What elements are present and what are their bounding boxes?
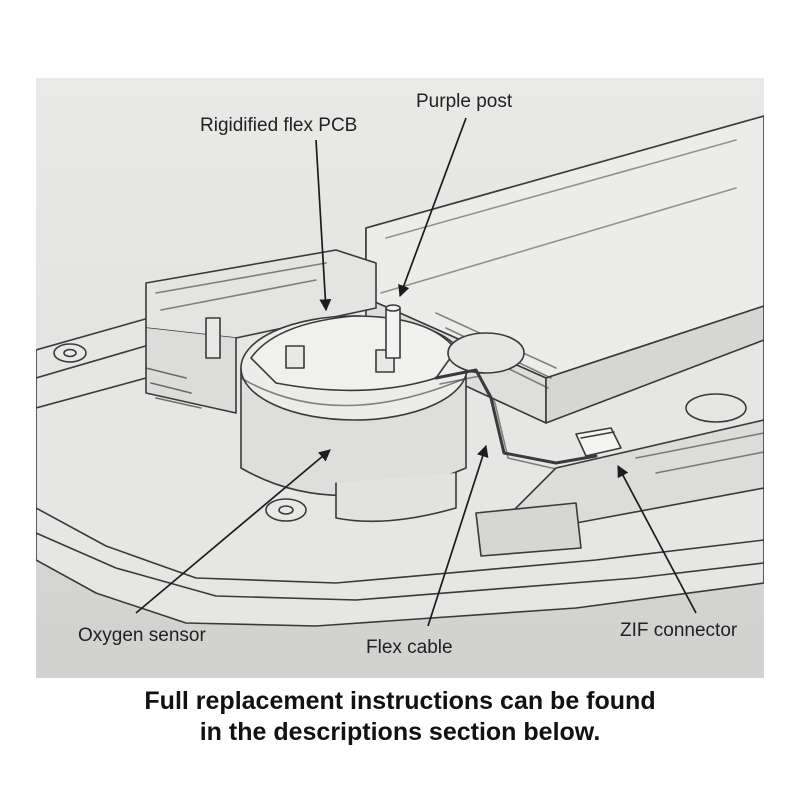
module-box-panel-lines bbox=[380, 139, 737, 294]
leader-zif-connector bbox=[617, 464, 697, 614]
label-oxygen-sensor: Oxygen sensor bbox=[78, 625, 206, 646]
flex-cable-edge bbox=[439, 375, 557, 470]
sensor-clip bbox=[335, 472, 457, 523]
exploded-device-illustration: Rigidified flex PCB Purple post Oxygen s… bbox=[36, 78, 764, 678]
left-clips bbox=[145, 367, 202, 409]
label-purple-post: Purple post bbox=[416, 91, 513, 112]
screw-hole-left bbox=[63, 348, 77, 358]
leader-flex-cable bbox=[427, 444, 489, 627]
body-bottom-edge bbox=[36, 532, 764, 601]
sensor-rim bbox=[240, 377, 467, 407]
pcb-standoff-left bbox=[285, 345, 305, 369]
purple-post-shape bbox=[385, 307, 401, 359]
leader-oxygen-sensor bbox=[135, 449, 331, 614]
flex-cable-path bbox=[434, 368, 598, 465]
leader-purple-post bbox=[398, 117, 467, 298]
screw-boss-left bbox=[53, 343, 87, 363]
device-line-drawing bbox=[36, 78, 764, 678]
bottom-slot bbox=[475, 502, 582, 557]
rigidified-flex-pcb-shape bbox=[250, 315, 457, 392]
screw-boss-bottom bbox=[265, 498, 307, 522]
cable-holder bbox=[447, 332, 525, 374]
zif-connector-shape bbox=[575, 427, 622, 457]
label-flex-cable: Flex cable bbox=[366, 637, 453, 658]
left-tray-ribs bbox=[155, 262, 327, 311]
label-rigidified-flex-pcb: Rigidified flex PCB bbox=[200, 115, 358, 136]
caption-line-1: Full replacement instructions can be fou… bbox=[144, 687, 656, 715]
left-post bbox=[205, 317, 221, 359]
body-lower-edge bbox=[36, 507, 764, 584]
purple-post-cap bbox=[385, 304, 401, 312]
module-box-side bbox=[545, 305, 764, 424]
label-zif-connector: ZIF connector bbox=[620, 620, 738, 641]
caption: Full replacement instructions can be fou… bbox=[0, 686, 800, 748]
right-round-pad bbox=[685, 393, 747, 423]
screw-hole-bottom bbox=[278, 505, 294, 515]
right-board-traces bbox=[635, 432, 764, 474]
zif-connector-latch bbox=[580, 431, 615, 439]
caption-line-2: in the descriptions section below. bbox=[199, 718, 601, 746]
leader-rigidified-flex-pcb bbox=[315, 139, 332, 312]
